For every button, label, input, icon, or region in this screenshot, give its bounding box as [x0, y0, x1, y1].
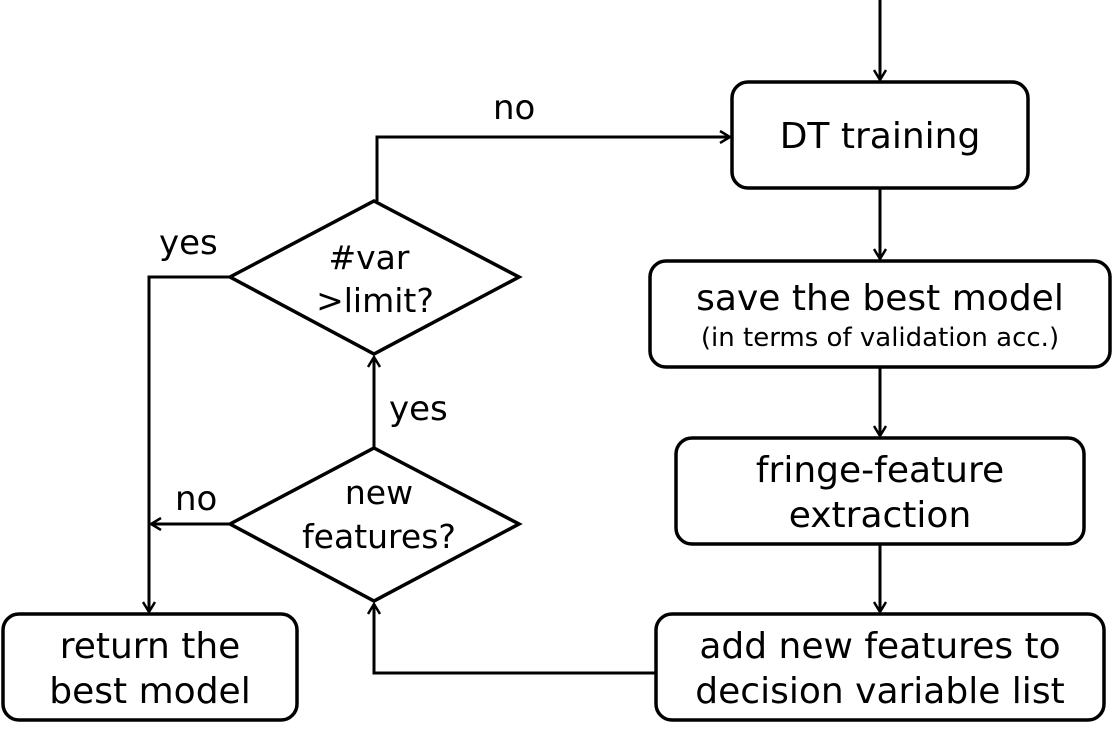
return-best-model-label-line2: best model [49, 671, 250, 712]
save-best-model-label: save the best model [696, 278, 1064, 319]
node-save-best-model: save the best model (in terms of validat… [648, 259, 1112, 369]
edge-label-newfeatures-no: no [175, 479, 217, 519]
dt-training-label: DT training [780, 116, 981, 157]
arrow-add-to-newfeatures [374, 604, 656, 675]
node-var-limit-decision: #var >limit? [226, 199, 523, 356]
add-new-features-label-line1: add new features to [699, 626, 1060, 667]
fringe-feature-label-line1: fringe-feature [756, 450, 1004, 491]
node-fringe-feature-extraction: fringe-feature extraction [674, 436, 1086, 546]
edge-label-varlimit-yes: yes [159, 223, 218, 263]
new-features-label-line1: new [345, 473, 413, 512]
edge-label-newfeatures-yes: yes [389, 389, 448, 429]
return-best-model-label-line1: return the [60, 626, 241, 667]
var-limit-label-line1: #var [329, 238, 410, 277]
node-return-best-model: return the best model [1, 612, 299, 722]
var-limit-label-line2: >limit? [316, 281, 434, 320]
arrow-varlimit-no [375, 137, 730, 201]
fringe-feature-label-line2: extraction [789, 495, 972, 536]
new-features-label-line2: features? [302, 517, 456, 556]
arrow-varlimit-yes [149, 275, 230, 612]
node-dt-training: DT training [730, 80, 1030, 190]
node-add-new-features: add new features to decision variable li… [654, 612, 1106, 722]
add-new-features-label-line2: decision variable list [695, 671, 1064, 712]
node-new-features-decision: new features? [226, 446, 523, 603]
edge-label-varlimit-no: no [493, 88, 535, 128]
save-best-model-sublabel: (in terms of validation acc.) [701, 323, 1059, 353]
